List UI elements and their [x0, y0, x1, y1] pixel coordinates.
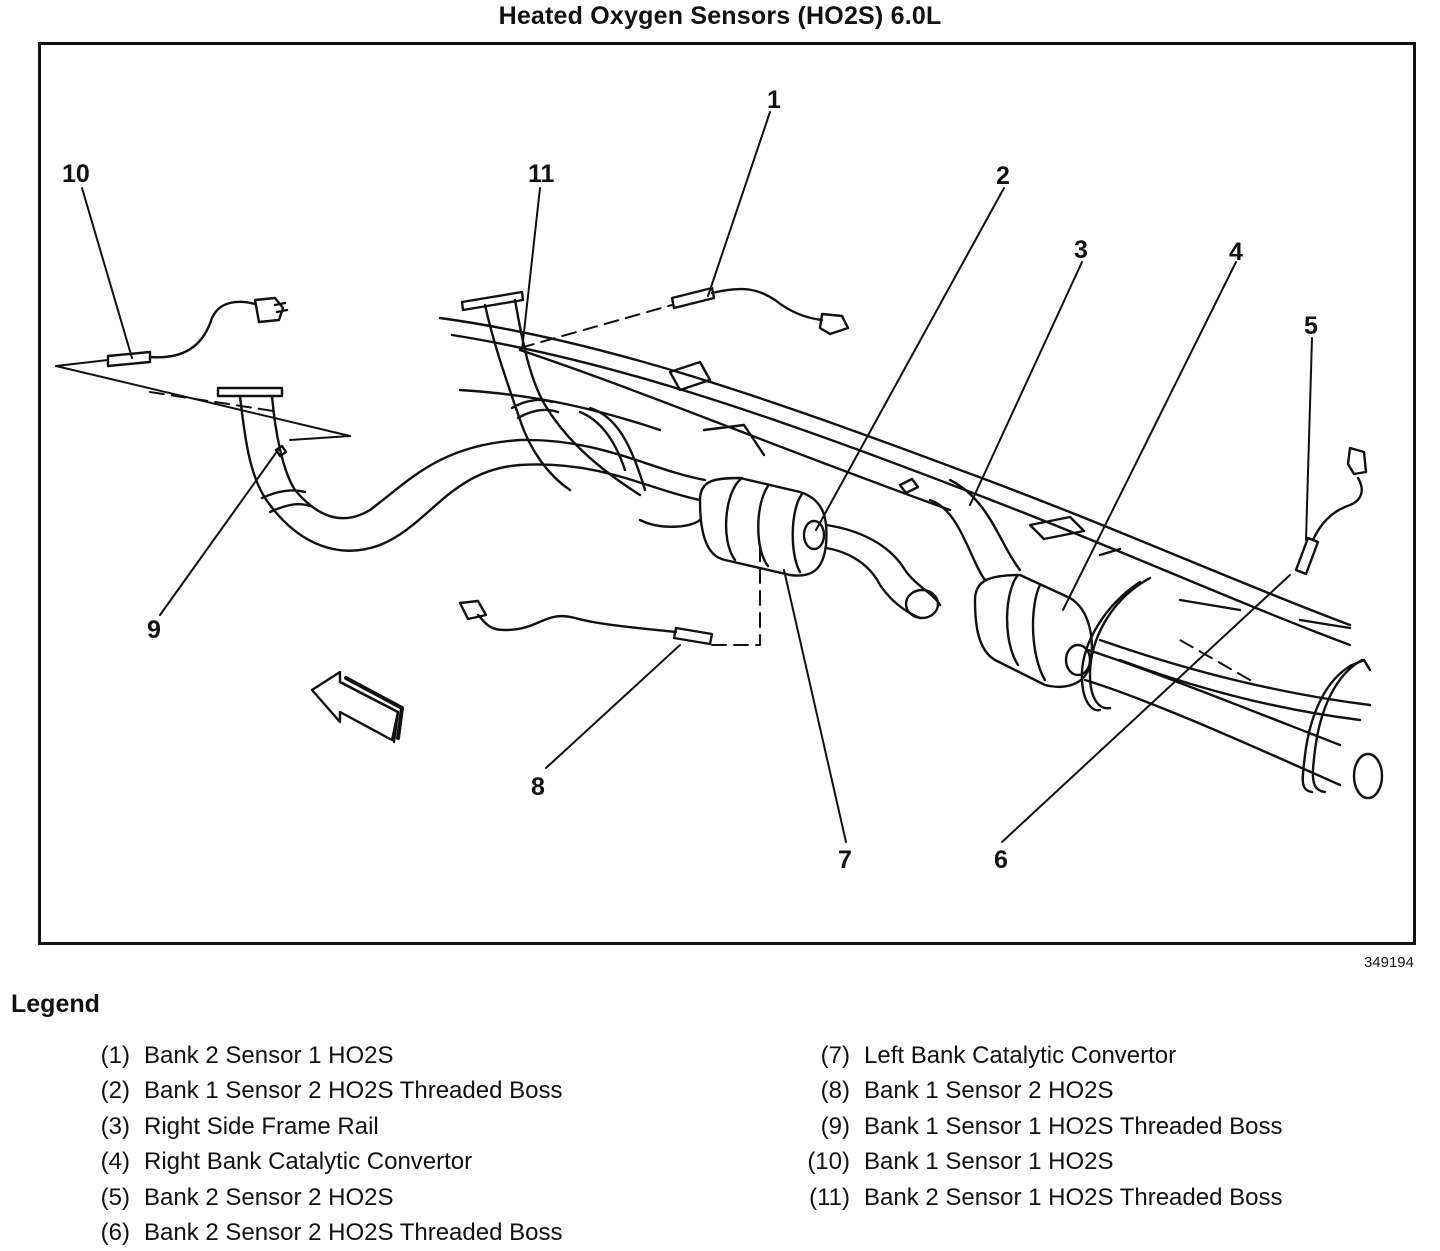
legend-text: Bank 2 Sensor 2 HO2S	[144, 1184, 393, 1212]
legend-title: Legend	[11, 990, 100, 1019]
legend-text: Bank 2 Sensor 1 HO2S	[144, 1042, 393, 1070]
legend-text: Bank 1 Sensor 2 HO2S	[864, 1077, 1113, 1105]
right-side-frame-rail	[440, 318, 1370, 720]
legend-column-right: (7) Left Bank Catalytic Convertor (8) Bank…	[790, 1038, 1282, 1216]
legend-item: (6) Bank 2 Sensor 2 HO2S Threaded Boss	[70, 1216, 562, 1251]
legend-text: Bank 2 Sensor 1 HO2S Threaded Boss	[864, 1184, 1282, 1212]
callout-10: 10	[62, 160, 90, 188]
legend-number: (4)	[70, 1148, 130, 1176]
legend-item: (10) Bank 1 Sensor 1 HO2S	[790, 1145, 1282, 1181]
callout-1: 1	[767, 86, 781, 114]
legend-text: Bank 2 Sensor 2 HO2S Threaded Boss	[144, 1219, 562, 1247]
legend-text: Right Side Frame Rail	[144, 1113, 379, 1141]
exhaust-hangers	[1082, 578, 1370, 792]
legend-item: (7) Left Bank Catalytic Convertor	[790, 1038, 1282, 1074]
legend-number: (2)	[70, 1077, 130, 1105]
legend-text: Bank 1 Sensor 1 HO2S	[864, 1148, 1113, 1176]
legend-number: (9)	[790, 1113, 850, 1141]
legend-item: (11) Bank 2 Sensor 1 HO2S Threaded Boss	[790, 1180, 1282, 1216]
legend-column-left: (1) Bank 2 Sensor 1 HO2S (2) Bank 1 Sensor…	[70, 1038, 562, 1251]
callout-8: 8	[531, 773, 545, 801]
bank-1-sensor-2-ho2s-drawing	[460, 601, 712, 644]
legend-text: Left Bank Catalytic Convertor	[864, 1042, 1176, 1070]
legend-number: (7)	[790, 1042, 850, 1070]
legend-item: (2) Bank 1 Sensor 2 HO2S Threaded Boss	[70, 1074, 562, 1110]
figure-number: 349194	[1364, 954, 1414, 971]
callout-3: 3	[1074, 236, 1088, 264]
leader-lines	[82, 112, 1312, 842]
legend-text: Bank 1 Sensor 1 HO2S Threaded Boss	[864, 1113, 1282, 1141]
legend-text: Bank 1 Sensor 2 HO2S Threaded Boss	[144, 1077, 562, 1105]
callout-11: 11	[528, 160, 555, 188]
bank-1-sensor-1-ho2s-drawing	[108, 298, 287, 366]
left-downpipe	[218, 388, 705, 551]
callout-5: 5	[1304, 312, 1318, 340]
legend-number: (10)	[790, 1148, 850, 1176]
legend-number: (8)	[790, 1077, 850, 1105]
legend-number: (1)	[70, 1042, 130, 1070]
legend-item: (3) Right Side Frame Rail	[70, 1109, 562, 1145]
legend-text: Right Bank Catalytic Convertor	[144, 1148, 472, 1176]
callout-9: 9	[147, 616, 161, 644]
callout-6: 6	[994, 846, 1008, 874]
legend-number: (11)	[790, 1184, 850, 1212]
legend-item: (1) Bank 2 Sensor 1 HO2S	[70, 1038, 562, 1074]
callout-7: 7	[838, 846, 852, 874]
callout-2: 2	[996, 162, 1010, 190]
exhaust-system-illustration: 1 2 3 4 5 6 7 8 9 10 11	[0, 0, 1440, 950]
callout-4: 4	[1229, 238, 1243, 266]
legend-number: (6)	[70, 1219, 130, 1247]
legend-number: (5)	[70, 1184, 130, 1212]
direction-arrow	[312, 672, 402, 742]
legend-item: (8) Bank 1 Sensor 2 HO2S	[790, 1074, 1282, 1110]
callout-numbers: 1 2 3 4 5 6 7 8 9 10 11	[62, 86, 1318, 874]
legend-item: (4) Right Bank Catalytic Convertor	[70, 1145, 562, 1181]
legend-item: (9) Bank 1 Sensor 1 HO2S Threaded Boss	[790, 1109, 1282, 1145]
legend-number: (3)	[70, 1113, 130, 1141]
legend-item: (5) Bank 2 Sensor 2 HO2S	[70, 1180, 562, 1216]
bank-2-sensor-1-ho2s-drawing	[672, 288, 848, 334]
